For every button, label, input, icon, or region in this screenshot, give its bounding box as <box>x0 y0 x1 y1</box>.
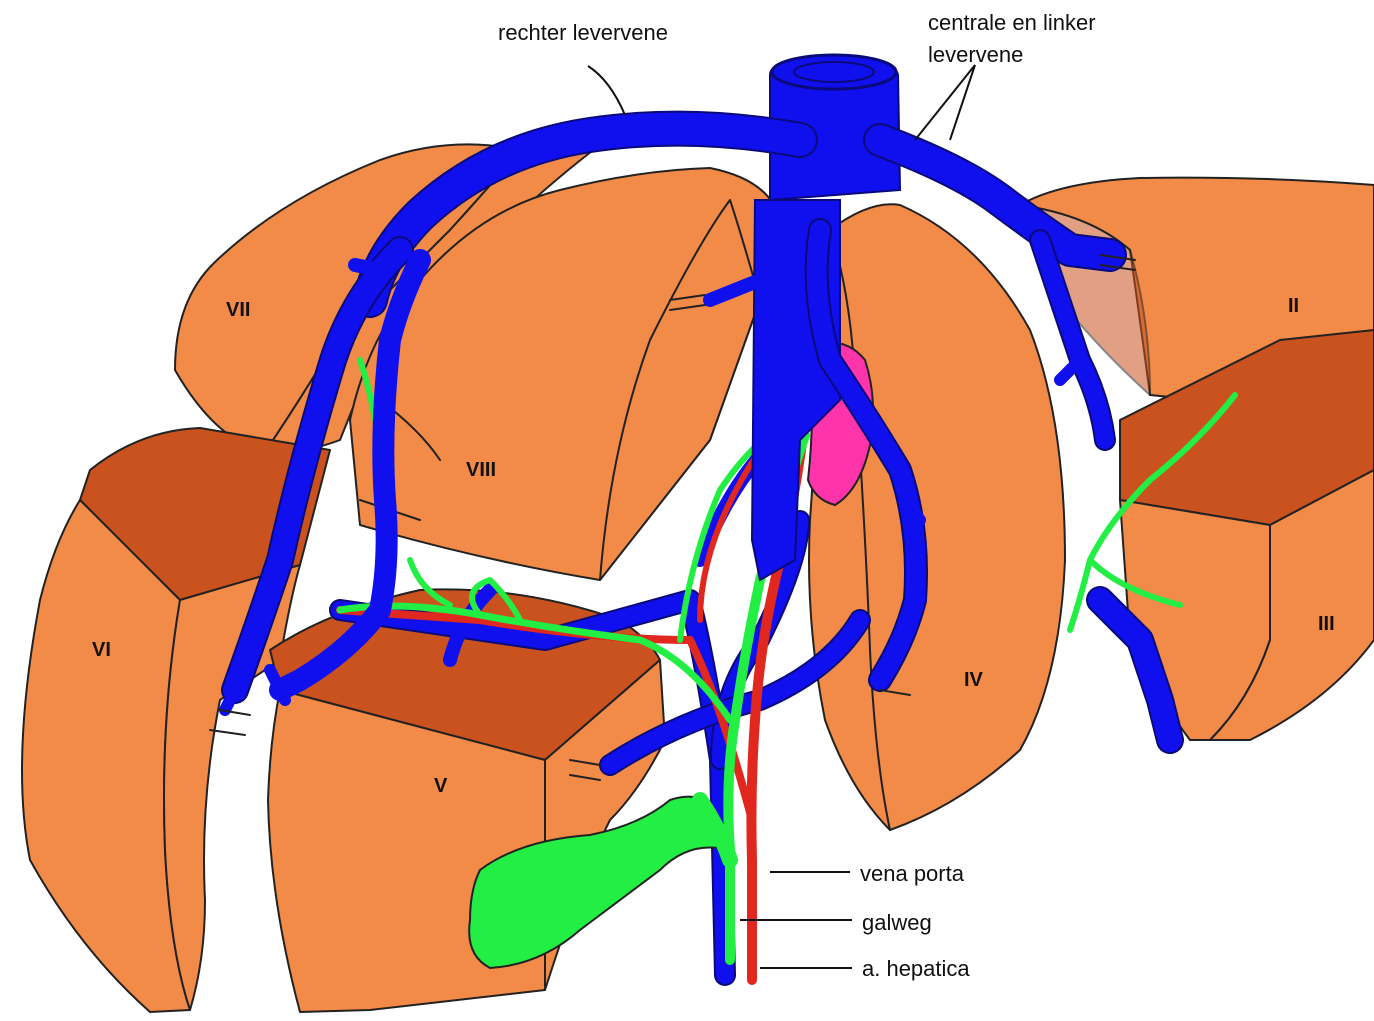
label-centrale-linker-line1: centrale en linker <box>928 10 1096 35</box>
segment-label-4: IV <box>964 669 984 691</box>
segment-4-block <box>809 204 1065 830</box>
label-rechter-levervene: rechter levervene <box>498 20 668 45</box>
label-a-hepatica: a. hepatica <box>862 956 970 981</box>
label-galweg: galweg <box>862 910 932 935</box>
segment-label-2: II <box>1288 295 1299 317</box>
segment-label-6: VI <box>92 639 111 661</box>
segment-label-5: V <box>434 775 448 797</box>
segment-label-7: VII <box>226 299 250 321</box>
segment-label-3: III <box>1318 613 1335 635</box>
label-vena-porta: vena porta <box>860 861 965 886</box>
label-centrale-linker-line2: levervene <box>928 42 1023 67</box>
segment-label-8: VIII <box>466 459 496 481</box>
